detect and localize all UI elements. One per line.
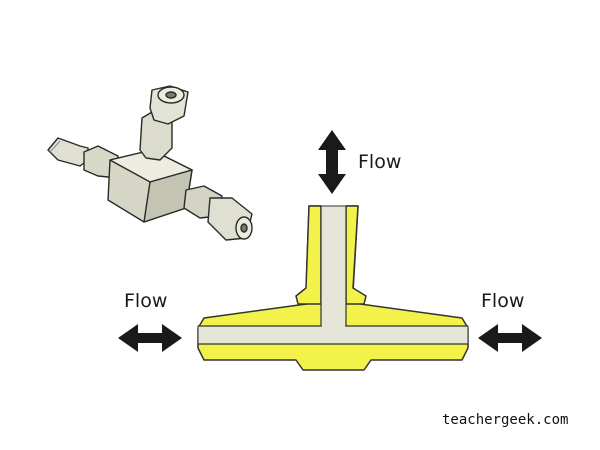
flow-arrow-left-icon	[118, 324, 182, 352]
flow-label-right: Flow	[481, 290, 525, 312]
credit-text: teachergeek.com	[442, 412, 569, 428]
tee-cross-section-icon	[197, 205, 469, 371]
flow-label-top: Flow	[358, 151, 402, 173]
flow-arrow-vertical-icon	[318, 130, 346, 194]
tee-fitting-illustration-icon	[47, 85, 253, 241]
flow-arrow-right-icon	[478, 324, 542, 352]
flow-label-left: Flow	[124, 290, 168, 312]
